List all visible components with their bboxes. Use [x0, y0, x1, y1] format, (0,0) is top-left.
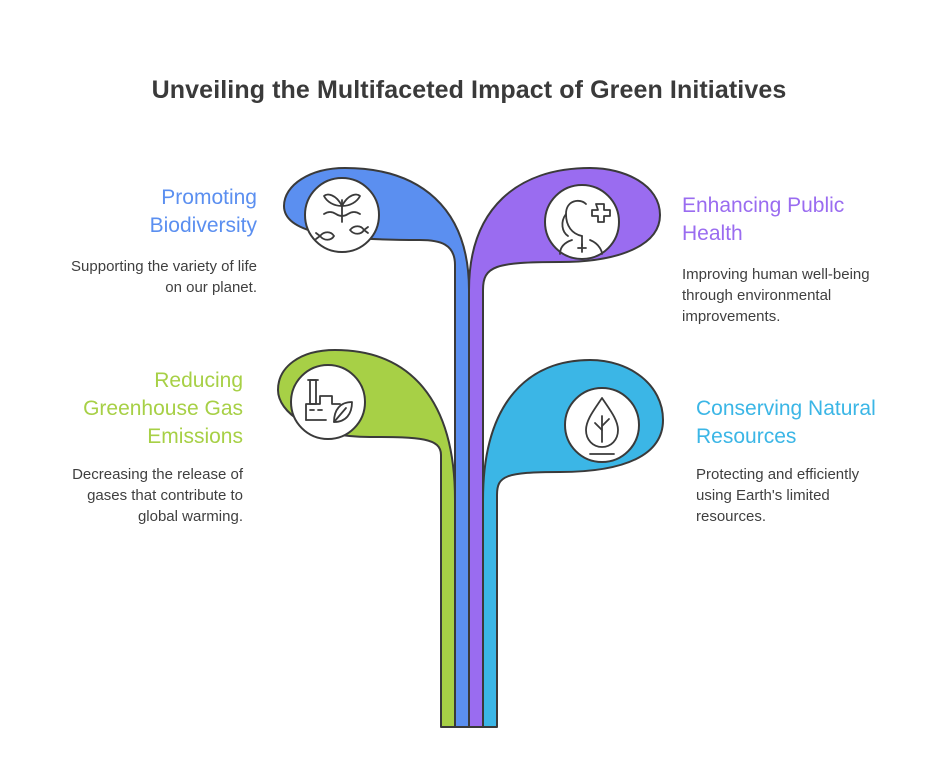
- desc-line: Supporting the variety of life: [71, 258, 257, 275]
- heading-line: Enhancing Public: [682, 194, 845, 217]
- desc-line: Improving human well-being: [682, 266, 870, 283]
- desc-line: global warming.: [137, 508, 243, 525]
- desc-conserving-natural-resources: Protecting and efficiently using Earth's…: [696, 464, 859, 527]
- heading-line: Emissions: [147, 425, 243, 448]
- desc-line: through environmental: [682, 287, 832, 304]
- biodiversity-icon: [315, 193, 369, 241]
- heading-conserving-natural-resources: Conserving Natural Resources: [696, 395, 876, 451]
- desc-enhancing-public-health: Improving human well-being through envir…: [682, 264, 870, 327]
- page-title: Unveiling the Multifaceted Impact of Gre…: [151, 76, 787, 104]
- desc-line: improvements.: [682, 308, 781, 325]
- heading-promoting-biodiversity: Promoting Biodiversity: [150, 184, 257, 240]
- heading-line: Greenhouse Gas: [83, 397, 243, 420]
- factory-leaf-icon-badge: [290, 364, 366, 440]
- desc-reducing-greenhouse-gas: Decreasing the release of gases that con…: [72, 464, 243, 527]
- desc-line: Decreasing the release of: [72, 466, 243, 483]
- water-drop-tree-icon-badge: [564, 387, 640, 463]
- desc-line: using Earth's limited: [696, 487, 830, 504]
- heading-line: Health: [682, 222, 743, 245]
- factory-leaf-icon: [305, 379, 353, 423]
- desc-line: on our planet.: [165, 279, 257, 296]
- public-health-icon: [559, 199, 611, 255]
- blue-stem: [283, 167, 470, 728]
- heading-enhancing-public-health: Enhancing Public Health: [682, 192, 844, 248]
- heading-line: Conserving Natural: [696, 397, 876, 420]
- heading-line: Promoting: [161, 186, 257, 209]
- heading-reducing-greenhouse-gas: Reducing Greenhouse Gas Emissions: [83, 367, 243, 451]
- heading-line: Reducing: [154, 369, 243, 392]
- purple-stem: [468, 167, 661, 728]
- desc-line: resources.: [696, 508, 767, 525]
- biodiversity-icon-badge: [304, 177, 380, 253]
- heading-line: Biodiversity: [149, 214, 257, 237]
- desc-line: gases that contribute to: [87, 487, 243, 504]
- heading-line: Resources: [696, 425, 797, 448]
- desc-line: Protecting and efficiently: [696, 466, 860, 483]
- desc-promoting-biodiversity: Supporting the variety of life on our pl…: [71, 256, 257, 298]
- public-health-icon-badge: [544, 184, 620, 260]
- water-drop-tree-icon: [585, 397, 619, 455]
